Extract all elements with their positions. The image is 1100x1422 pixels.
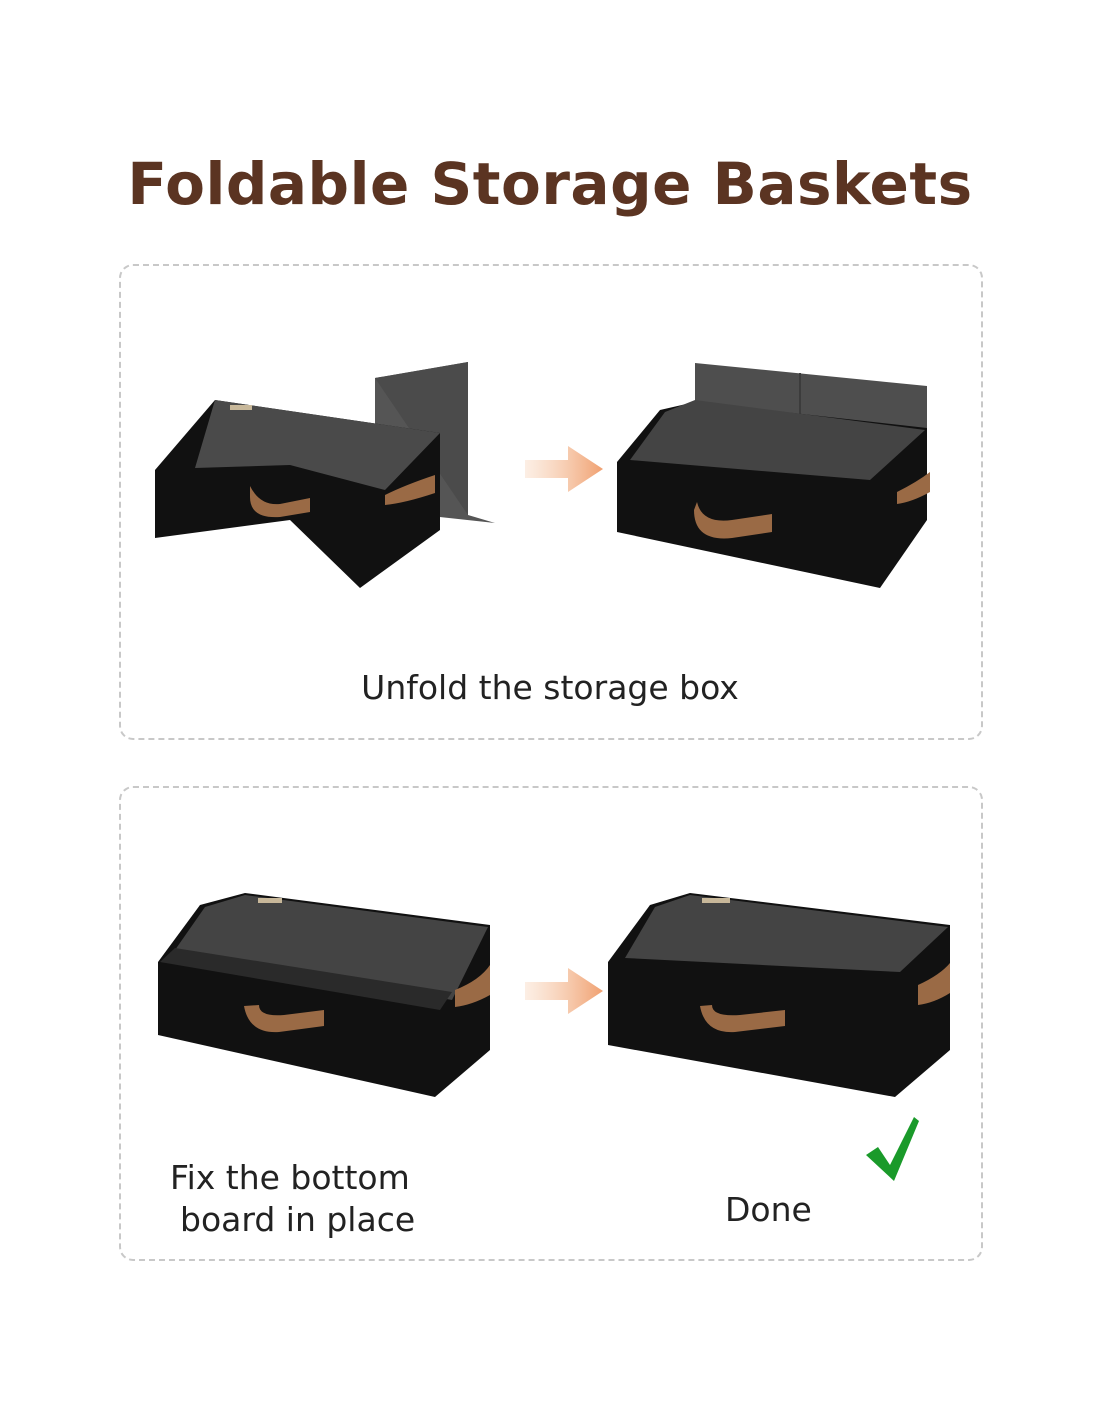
unfolded-box-image (617, 363, 930, 588)
box-with-bottom-board-image (158, 893, 490, 1097)
step-caption-done: Done (725, 1190, 812, 1229)
page-title: Foldable Storage Baskets (127, 150, 973, 218)
step-caption-unfold: Unfold the storage box (361, 668, 739, 707)
step-panel-unfold (119, 264, 983, 740)
step-caption-fix-line1: Fix the bottom (170, 1158, 410, 1197)
step-caption-fix-line2: board in place (180, 1200, 416, 1239)
folded-box-image (155, 362, 495, 588)
arrow-icon (525, 446, 603, 492)
checkmark-icon (866, 1117, 919, 1181)
arrow-icon (525, 968, 603, 1014)
step-panel-fix-bottom (119, 786, 983, 1261)
finished-box-image (608, 893, 950, 1097)
